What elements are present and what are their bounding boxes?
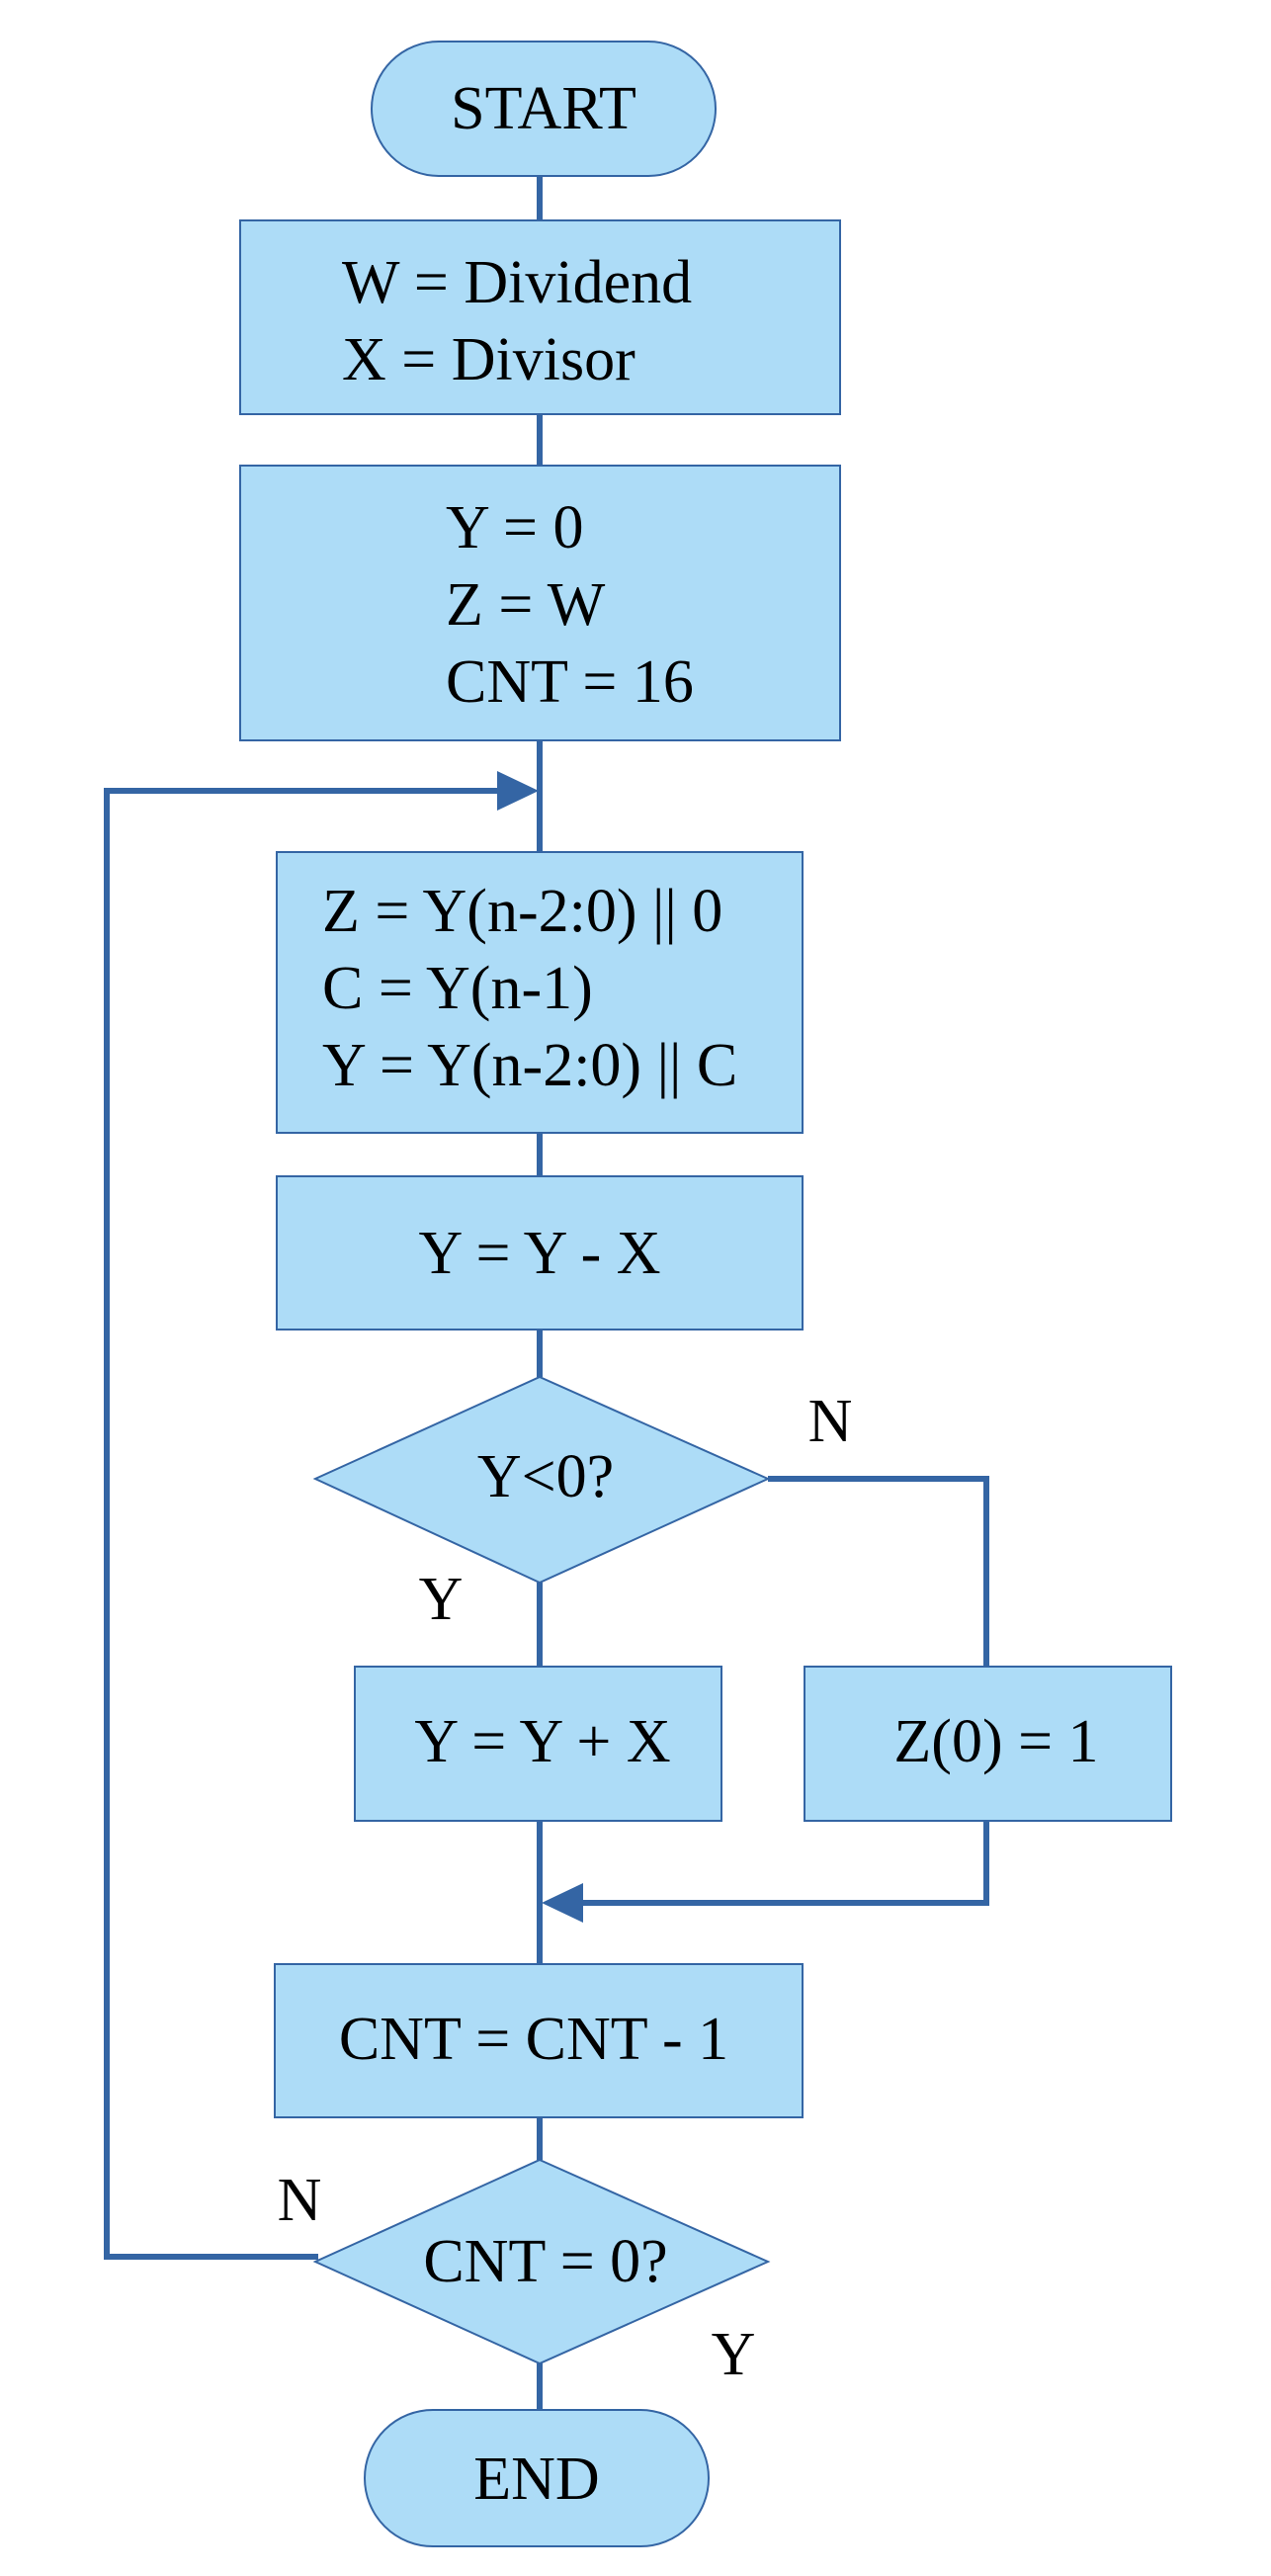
shift-box: Z = Y(n-2:0) || 0 C = Y(n-1) Y = Y(n-2:0… (276, 851, 804, 1134)
set-bit-box: Z(0) = 1 (804, 1666, 1172, 1822)
decision1-no-label: N (808, 1388, 853, 1455)
restore-box: Y = Y + X (354, 1666, 722, 1822)
connector-merge (573, 1821, 989, 1906)
decision2-yes-label: Y (712, 2321, 756, 2388)
shift-line: Y = Y(n-2:0) || C (322, 1032, 737, 1099)
init-input-line: W = Dividend (342, 249, 692, 316)
start-terminal: START (371, 41, 717, 177)
connectors (104, 176, 989, 2410)
set-bit-label: Z(0) = 1 (893, 1708, 1098, 1775)
subtract-box: Y = Y - X (276, 1175, 804, 1331)
init-vars-box: Y = 0 Z = W CNT = 16 (239, 465, 841, 741)
end-terminal: END (364, 2409, 710, 2547)
decrement-box: CNT = CNT - 1 (274, 1963, 804, 2118)
init-inputs-box: W = Dividend X = Divisor (239, 219, 841, 415)
init-var-line: Y = 0 (446, 494, 583, 561)
shift-line: Z = Y(n-2:0) || 0 (322, 878, 722, 945)
init-var-line: Z = W (446, 571, 606, 639)
shift-line: C = Y(n-1) (322, 955, 593, 1022)
decision2-no-label: N (278, 2167, 322, 2234)
restore-label: Y = Y + X (414, 1708, 670, 1775)
init-input-line: X = Divisor (342, 326, 636, 393)
decision-cnt-zero: CNT = 0? N Y (278, 2158, 771, 2388)
arrow-left-icon (542, 1883, 583, 1923)
connector-loop-back (104, 788, 499, 2260)
start-label: START (451, 75, 636, 142)
arrow-right-icon (497, 771, 539, 811)
decision-y-negative: Y<0? N Y (312, 1375, 853, 1633)
init-var-line: CNT = 16 (446, 648, 694, 716)
end-label: END (473, 2446, 599, 2513)
decision1-yes-label: Y (419, 1566, 464, 1633)
decision1-label: Y<0? (477, 1443, 614, 1510)
connector-no-branch (768, 1476, 989, 1667)
decision2-label: CNT = 0? (423, 2228, 667, 2295)
subtract-label: Y = Y - X (418, 1220, 660, 1287)
decrement-label: CNT = CNT - 1 (339, 2006, 728, 2073)
